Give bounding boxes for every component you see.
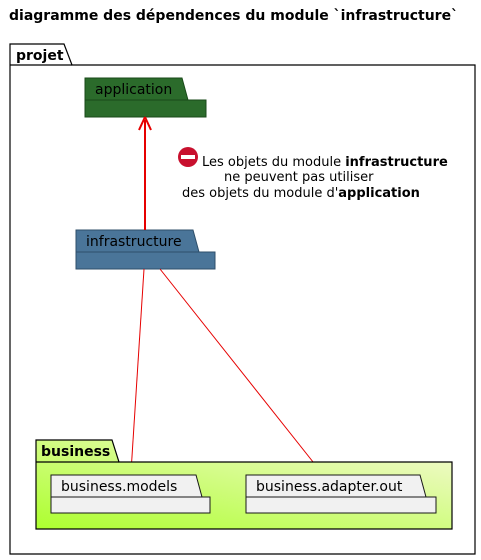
no-entry-icon [178, 147, 198, 167]
svg-text:des objets du module d'applica: des objets du module d'application [182, 186, 420, 201]
package-infrastructure[interactable]: infrastructure [75, 229, 216, 270]
package-business-models[interactable]: business.models [50, 474, 211, 514]
package-projet: projet [9, 43, 476, 555]
package-infrastructure-label: infrastructure [86, 234, 182, 250]
package-business-models-label: business.models [61, 479, 177, 495]
forbidden-note: Les objets du module infrastructure ne p… [178, 147, 448, 201]
note-line3-prefix: des objets du module d' [182, 186, 338, 201]
note-line2: ne peuvent pas utiliser [224, 170, 374, 185]
package-business-adapter-out[interactable]: business.adapter.out [245, 474, 437, 514]
package-business-label: business [41, 444, 110, 460]
svg-text:Les objets du module infrastru: Les objets du module infrastructure [202, 155, 448, 170]
diagram-title: diagramme des dépendences du module `inf… [9, 8, 459, 24]
note-line3-bold: application [338, 186, 420, 201]
package-projet-label: projet [16, 48, 64, 64]
note-line1-prefix: Les objets du module [202, 155, 345, 170]
package-business-adapter-out-label: business.adapter.out [256, 479, 403, 495]
package-business[interactable]: business business.models business.adapte… [35, 439, 453, 530]
package-application[interactable]: application [84, 77, 207, 118]
note-line1-bold: infrastructure [345, 155, 448, 170]
package-application-label: application [95, 82, 172, 98]
forbidden-dependency-arrow [138, 116, 152, 230]
